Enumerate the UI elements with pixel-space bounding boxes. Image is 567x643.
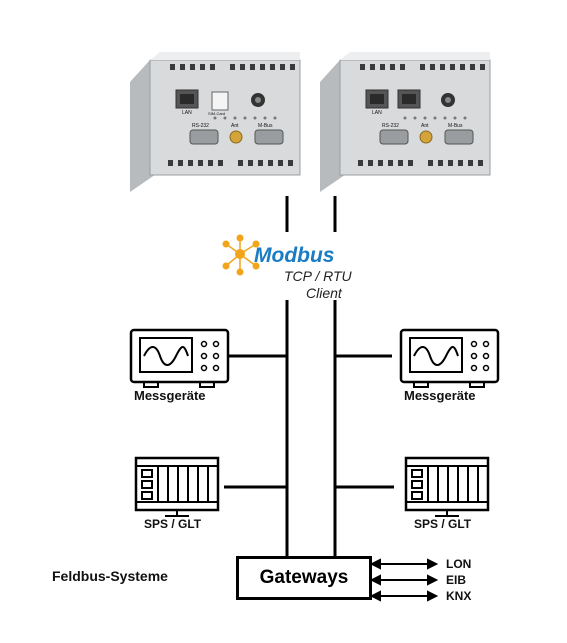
gateway-box: Gateways bbox=[236, 556, 372, 600]
left-port-mbus: M-Bus bbox=[258, 123, 273, 129]
right-sps-label: SPS / GLT bbox=[414, 517, 472, 531]
right-meter-device bbox=[399, 328, 500, 388]
modbus-logo-text: Modbus bbox=[254, 244, 335, 267]
feldbus-label: Feldbus-Systeme bbox=[52, 568, 168, 584]
left-port-ant: Ant bbox=[231, 123, 239, 129]
right-controller-device bbox=[320, 52, 491, 192]
left-meter-device bbox=[129, 328, 230, 388]
modbus-role-line: Client bbox=[306, 285, 342, 301]
modbus-protocol-line: TCP / RTU bbox=[284, 268, 352, 284]
bus-lines bbox=[224, 196, 394, 556]
left-sps-device bbox=[134, 456, 220, 517]
modbus-network-icon bbox=[222, 234, 260, 276]
left-sps-label: SPS / GLT bbox=[144, 517, 202, 531]
left-sim-label: SIM-Card bbox=[208, 111, 226, 116]
left-meter-label: Messgeräte bbox=[134, 388, 206, 403]
gateway-label: Gateways bbox=[259, 567, 349, 588]
left-controller-device bbox=[130, 52, 301, 192]
output-knx: KNX bbox=[446, 589, 472, 603]
right-port-serial: RS-232 bbox=[382, 123, 399, 129]
output-eib: EIB bbox=[446, 573, 467, 587]
right-port-mbus: M-Bus bbox=[448, 123, 463, 129]
right-port-lan: LAN bbox=[372, 110, 382, 116]
right-port-ant: Ant bbox=[421, 123, 429, 129]
left-port-serial: RS-232 bbox=[192, 123, 209, 129]
right-meter-label: Messgeräte bbox=[404, 388, 476, 403]
output-lon: LON bbox=[446, 557, 472, 571]
left-port-lan: LAN bbox=[182, 110, 192, 116]
gateway-output-arrows bbox=[369, 558, 439, 602]
right-sps-device bbox=[404, 456, 490, 517]
